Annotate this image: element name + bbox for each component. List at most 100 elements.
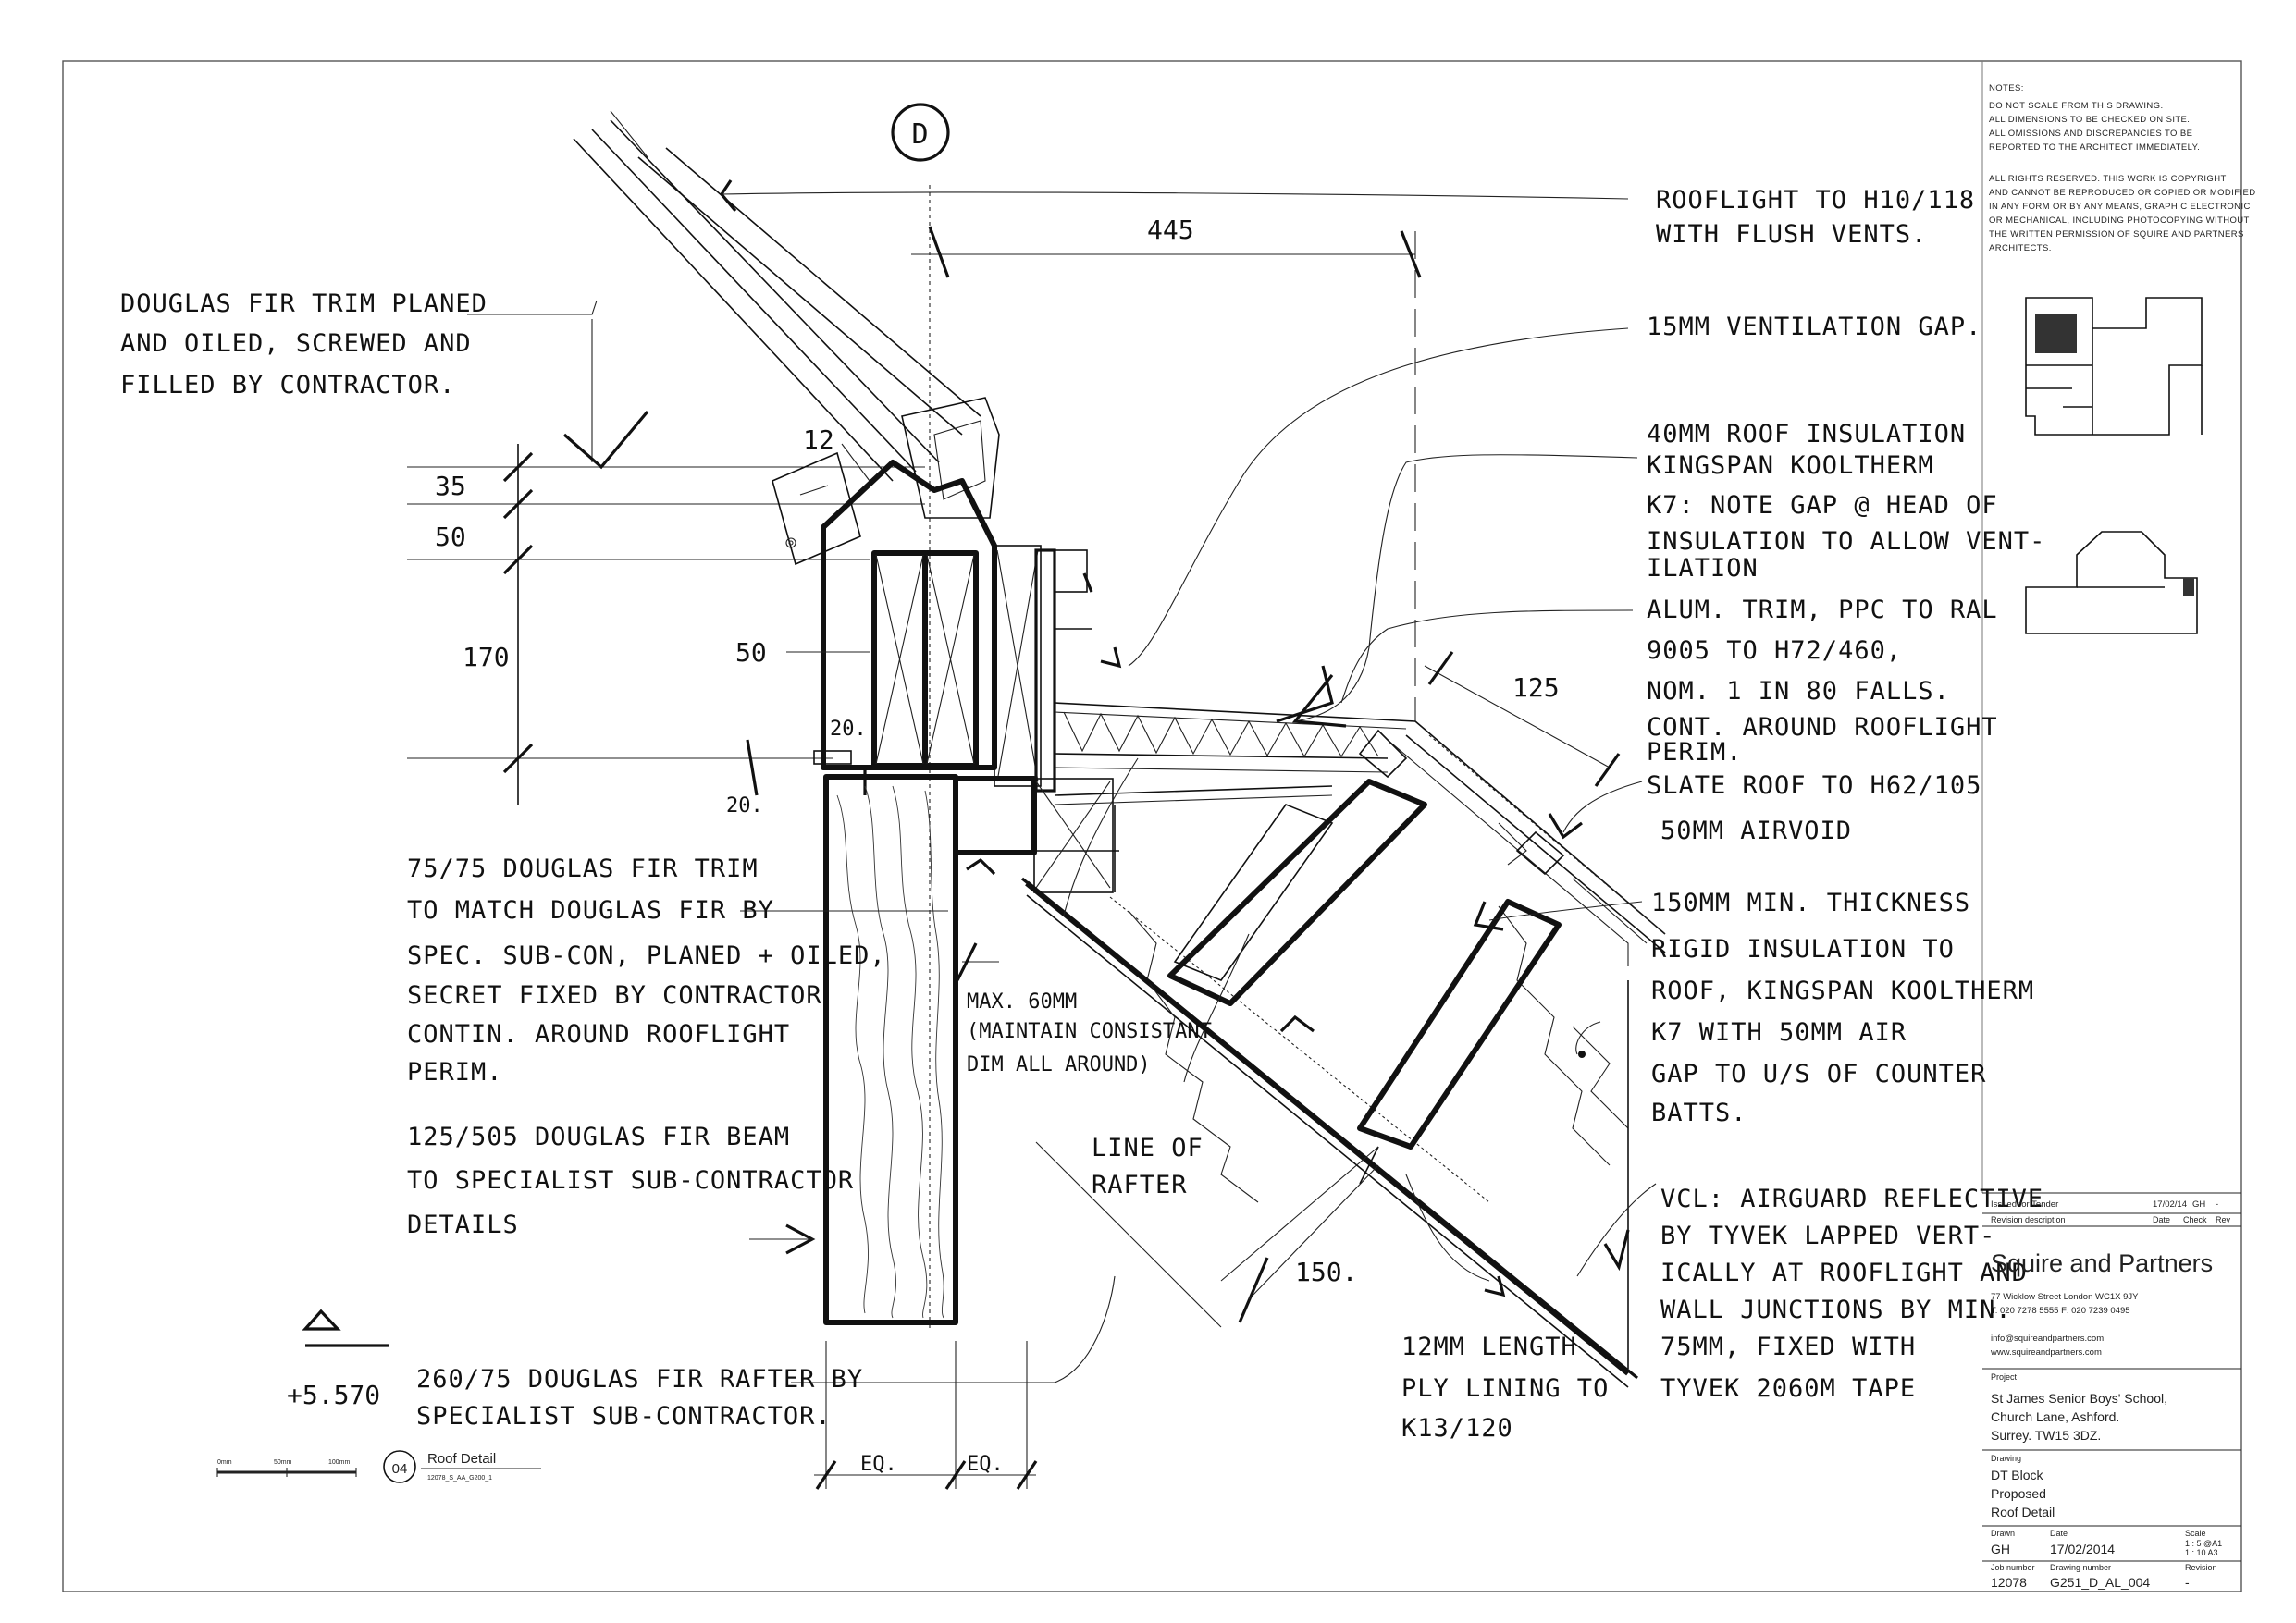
dim-35: 35 [435, 471, 466, 501]
note-douglas-fir-trim: DOUGLAS FIR TRIM PLANED AND OILED, SCREW… [120, 289, 503, 400]
rafters [1167, 779, 1562, 1150]
note-slate: SLATE ROOF TO H62/105 [1647, 771, 1981, 800]
alum-trim-arrow [1276, 665, 1334, 723]
dim-12-leader [841, 443, 870, 482]
firm-email: info@squireandpartners.com [1991, 1334, 2104, 1344]
dim-50-left: 50 [435, 522, 466, 552]
rooflight-glazing [573, 110, 1000, 519]
note-rafter: 260/75 DOUGLAS FIR RAFTER BY SPECIALIST … [416, 1365, 879, 1431]
douglas-trim-check [562, 410, 649, 470]
note-alum-trim: ALUM. TRIM, PPC TO RAL 9005 TO H72/460, … [1647, 596, 2014, 767]
flat-roof-buildup [1054, 702, 1416, 892]
firm-phone: T: 020 7278 5555 F: 020 7239 0495 [1991, 1306, 2130, 1316]
dim-20-tick [746, 739, 759, 796]
note-insulation: 40MM ROOF INSULATION KINGSPAN KOOLTHERM … [1647, 420, 2062, 583]
revision-check-header: Check [2183, 1215, 2207, 1224]
vent-gap-arrow [1100, 646, 1122, 669]
rooflight-arrow [720, 179, 1629, 213]
scale-value-2: 1 : 10 A3 [2185, 1548, 2218, 1557]
dim-eq-1: EQ. [860, 1453, 897, 1476]
slate-arrow [1548, 813, 1583, 840]
dim-eq-2: EQ. [967, 1453, 1004, 1476]
drawing-line-3: Roof Detail [1991, 1505, 2055, 1519]
rafter-lining [1020, 877, 1639, 1380]
drawn-label: Drawn [1991, 1529, 2015, 1538]
title-block: Issued for Tender 17/02/14 GH - Revision… [1982, 1192, 2241, 1590]
dim-20-lower: 20. [726, 794, 763, 818]
dim-50-mid: 50 [735, 637, 767, 668]
detail-title: 04 Roof Detail 12078_S_AA_G200_1 [383, 1450, 541, 1483]
slate-leader [1562, 781, 1643, 833]
douglas-trim-leader [467, 300, 598, 315]
dimension-445: 445 [911, 215, 1422, 721]
scale-label-50: 50mm [274, 1459, 292, 1466]
revision-rev-header: Rev [2216, 1215, 2231, 1224]
rigid-leader [1488, 901, 1643, 921]
pitched-roof [1358, 720, 1666, 966]
drawing-label: Drawing [1991, 1454, 2021, 1463]
left-dimensions: 35 50 170 [407, 444, 925, 805]
date-value: 17/02/2014 [2050, 1542, 2115, 1556]
drawing-number-label: Drawing number [2050, 1563, 2111, 1572]
drawing-line-2: Proposed [1991, 1486, 2046, 1501]
revision-value: - [2185, 1575, 2190, 1590]
project-line-1: St James Senior Boys' School, [1991, 1391, 2167, 1406]
note-fir-trim-75: 75/75 DOUGLAS FIR TRIM TO MATCH DOUGLAS … [407, 855, 902, 1087]
level-value: +5.570 [287, 1380, 380, 1410]
project-label: Project [1991, 1372, 2018, 1382]
detail-number: 04 [392, 1461, 408, 1477]
ply-leader [1405, 1174, 1490, 1282]
revision-check: GH [2192, 1199, 2205, 1210]
revision-description-header: Revision description [1991, 1215, 2066, 1224]
section-marker-label: D [911, 118, 929, 151]
insulation-arrow [1291, 674, 1347, 728]
vcl-arrow [1603, 1229, 1630, 1272]
revision-date-header: Date [2153, 1215, 2170, 1224]
scale-label: Scale [2185, 1529, 2206, 1538]
rigid-dot-leader [1575, 1021, 1601, 1055]
notes-panel: NOTES: DO NOT SCALE FROM THIS DRAWING. A… [1989, 83, 2259, 253]
key-section [2025, 531, 2198, 634]
fir-trim-75 [953, 776, 1119, 893]
note-vent-gap: 15MM VENTILATION GAP. [1647, 313, 1981, 341]
rigid-arrow [1473, 901, 1504, 931]
fir-beam [823, 774, 958, 1325]
dimension-150: 150. [1248, 1164, 1379, 1300]
dim-125: 125 [1512, 672, 1560, 703]
revision-date: 17/02/14 [2153, 1199, 2187, 1210]
revision-description: Issued for Tender [1991, 1199, 2058, 1210]
note-max60: MAX. 60MM (MAINTAIN CONSISTANT DIM ALL A… [967, 990, 1224, 1076]
note-airvoid: 50MM AIRVOID [1660, 817, 1852, 845]
level-marker [302, 1309, 389, 1347]
vent-gap-leader [1128, 327, 1629, 667]
drawing-number: G251_D_AL_004 [2050, 1575, 2150, 1590]
job-number: 12078 [1991, 1575, 2027, 1590]
dim-top-width: 445 [1147, 215, 1194, 245]
note-fir-beam: 125/505 DOUGLAS FIR BEAM TO SPECIALIST S… [407, 1123, 870, 1239]
dim-150: 150. [1295, 1257, 1357, 1287]
rafter-line-leader [1183, 933, 1250, 1083]
dim-170: 170 [463, 642, 510, 672]
vcl-leader [1576, 1183, 1657, 1277]
dim-20-upper: 20. [830, 718, 867, 741]
dim-12: 12 [803, 424, 834, 455]
drawn-value: GH [1991, 1542, 2010, 1556]
ply-arrow [1484, 1275, 1506, 1297]
dim-20-block [813, 750, 852, 765]
scale-value-1: 1 : 5 @A1 [2185, 1539, 2222, 1548]
kerb-upstand [994, 545, 1093, 793]
max60-tick [956, 942, 978, 981]
revision-rev: - [2216, 1199, 2218, 1210]
note-vcl: VCL: AIRGUARD REFLECTIVE BY TYVEK LAPPED… [1660, 1185, 2059, 1403]
note-rooflight: ROOFLIGHT TO H10/118 WITH FLUSH VENTS. [1656, 186, 1991, 249]
max60-leader [1063, 757, 1139, 916]
trim-bracket [772, 451, 861, 566]
dimension-125: 125 [1424, 651, 1621, 787]
job-label: Job number [1991, 1563, 2035, 1572]
project-line-2: Church Lane, Ashford. [1991, 1409, 2119, 1424]
section-marker: D [891, 103, 950, 162]
key-plan [2025, 297, 2203, 436]
upper-fir-trim [821, 460, 997, 795]
note-ply-lining: 12MM LENGTH PLY LINING TO K13/120 [1401, 1333, 1625, 1443]
